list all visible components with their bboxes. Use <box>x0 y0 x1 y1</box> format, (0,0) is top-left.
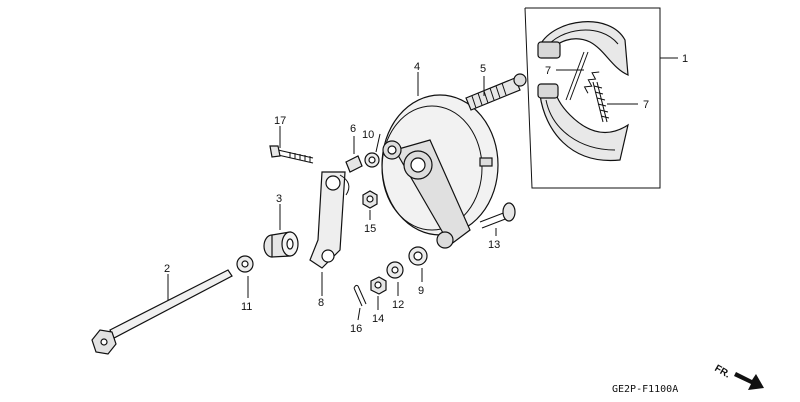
callout-1: 1 <box>682 53 688 65</box>
callout-6: 6 <box>350 123 356 135</box>
callout-11: 11 <box>241 301 252 313</box>
callout-9: 9 <box>418 285 424 297</box>
callout-14: 14 <box>372 313 384 325</box>
brake-shoe-group <box>524 7 661 189</box>
callout-15: 15 <box>364 223 376 235</box>
figure-code: GE2P-F1100A <box>612 384 678 395</box>
brake-shoe-lower <box>539 87 629 162</box>
front-direction-arrow: FR. <box>713 363 764 390</box>
cotter-pin-16 <box>353 284 367 307</box>
brake-arm <box>309 171 350 269</box>
leader-lines <box>167 57 678 321</box>
callout-17: 17 <box>274 115 286 127</box>
callout-7-lower: 7 <box>643 99 649 111</box>
callout-5: 5 <box>480 63 486 75</box>
bolt-17 <box>269 145 314 164</box>
collar <box>263 231 299 258</box>
arrow-icon <box>734 372 764 390</box>
axle <box>91 269 233 355</box>
callout-16: 16 <box>350 323 362 335</box>
brake-shoe-box <box>524 7 661 189</box>
bolt-13 <box>479 202 516 229</box>
callout-3: 3 <box>276 193 282 205</box>
front-direction-label: FR. <box>713 363 733 381</box>
callout-13: 13 <box>488 239 500 251</box>
callout-2: 2 <box>164 263 170 275</box>
callout-8: 8 <box>318 297 324 309</box>
callout-10: 10 <box>362 129 374 141</box>
callout-7-upper: 7 <box>545 65 551 77</box>
brake-panel <box>381 94 499 249</box>
callout-12: 12 <box>392 299 404 311</box>
brake-cam <box>465 73 527 111</box>
wear-indicator-6 <box>345 155 363 173</box>
callout-4: 4 <box>414 61 420 73</box>
spring-lower <box>592 81 610 123</box>
spring-upper <box>565 51 600 101</box>
